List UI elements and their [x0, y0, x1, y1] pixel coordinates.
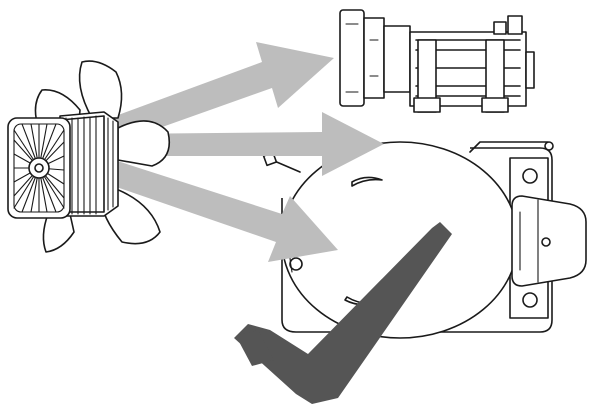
motor-rear-cap — [525, 51, 535, 89]
housing-edge — [59, 115, 105, 213]
shell-bolt — [289, 257, 303, 271]
motor-ribs — [415, 39, 521, 97]
refrigeration-compressor-icon — [262, 141, 587, 339]
flange-details — [345, 23, 379, 93]
motor-collar — [383, 25, 411, 93]
fan-blade-right — [117, 120, 171, 167]
fan-blade-lower-left — [42, 213, 75, 253]
arrow-to-compressor-lower — [102, 158, 338, 262]
mount-hole — [522, 168, 538, 184]
fan-motor-icon — [7, 60, 171, 253]
terminal-cover — [511, 195, 587, 287]
arrow-to-compressor-upper — [112, 112, 384, 176]
shell-highlight — [351, 176, 383, 187]
checkmark-icon — [234, 222, 452, 404]
motor-end-cap — [363, 17, 385, 99]
arrow-to-electric-motor — [110, 42, 334, 142]
terminal-screw — [541, 237, 551, 247]
discharge-pipe — [469, 141, 549, 153]
fan-blade-top — [78, 60, 123, 119]
electric-motor-icon — [339, 9, 535, 113]
motor-tab — [507, 15, 523, 35]
mount-hole — [522, 292, 538, 308]
pipe-end — [544, 141, 554, 151]
fan-hub — [28, 157, 50, 179]
checkmark-foot — [236, 330, 274, 366]
motor-foot-pad — [413, 97, 441, 113]
motor-tab — [493, 21, 507, 35]
fan-hub-center — [34, 163, 44, 173]
motor-foot-pad — [481, 97, 509, 113]
arrow-group — [102, 42, 384, 262]
